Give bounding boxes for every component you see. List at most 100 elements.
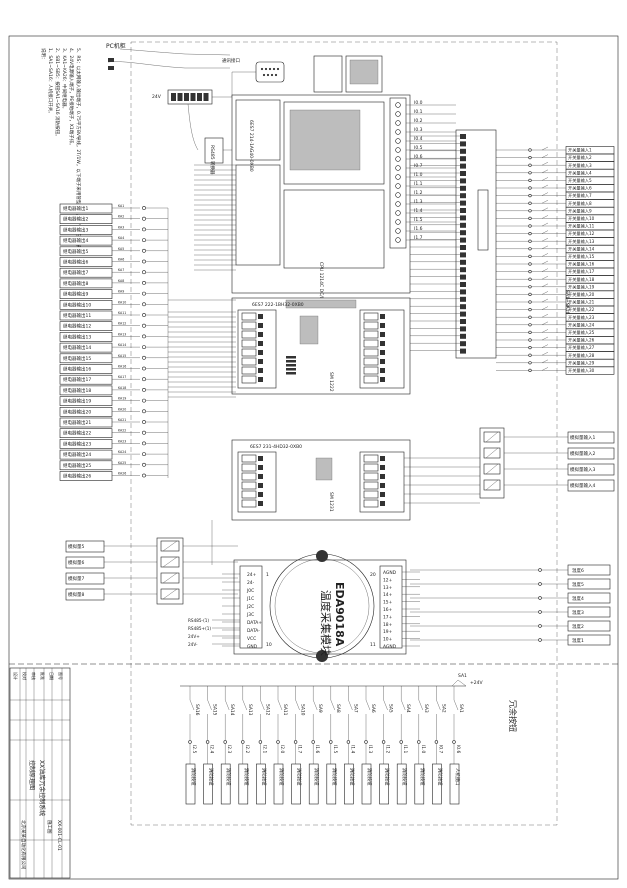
notes-block: 说明：1、SA1~SA16：人机接口开关。2、SB1~SB5：按钮SA1~SA1…: [40, 48, 82, 256]
switch-input-label: 开关量输入28: [568, 352, 595, 359]
title-block: XX油库冗余控制系统 控制原理图 XX-001-CL-01 北京某某自动化有限公…: [9, 667, 71, 879]
company-name: 北京某某自动化有限公司: [20, 820, 27, 870]
terminal-block-cell: [460, 215, 466, 221]
switch-port: [190, 93, 196, 101]
relay-output-box: [59, 225, 113, 235]
plc-body: CPU 1214C DC/DC/DC 6ES7 214-1AG40-0XB0 I…: [194, 94, 456, 311]
ai-module: SM 1231 6ES7 231-4HD32-0XB0: [231, 439, 480, 521]
switch-input-label: 开关量输入30: [568, 367, 595, 374]
switch-input-label: 开关量输入10: [568, 215, 595, 222]
switch-port: [171, 93, 176, 101]
eda-model: EDA9018A: [333, 582, 346, 647]
eda-supply-label: RS485-(1): [188, 618, 209, 623]
analog-input-label: 模拟量输入1: [570, 434, 595, 441]
ai-led: [380, 465, 385, 470]
project-name: XX油库冗余控制系统: [38, 760, 46, 816]
temp-channel-label: 温度5: [572, 581, 584, 588]
analog-left-label: 模拟量6: [68, 559, 84, 566]
do-terminal: [241, 321, 257, 330]
switch-input-label: 开关量输入19: [568, 283, 595, 290]
relay-output-box: [59, 460, 113, 471]
ai-terminal: [241, 472, 257, 481]
redundant-io-label: I1.4: [349, 745, 355, 753]
terminal-block-cell: [460, 267, 466, 273]
relay-output-box: [59, 406, 113, 417]
do-terminal: [241, 357, 257, 366]
relay-output-label: 继电器输出12: [63, 323, 91, 330]
note-line: 2、SB1~SB5：按钮SA1~SA16 消防按钮。: [54, 48, 61, 139]
switch-input-label: 开关量输入16: [568, 261, 595, 268]
relay-output-label: 继电器输出14: [63, 344, 91, 351]
terminal-screw: [395, 129, 401, 135]
redundant-bottom-label: 消防按钮: [401, 768, 408, 786]
ai-model-label: SM 1231: [328, 492, 334, 512]
analog-input-label: 模拟量输入4: [570, 482, 595, 489]
db9-pin: [272, 67, 276, 71]
switch-input-list: 开关量输入1开关量输入2开关量输入3开关量输入4开关量输入5开关量输入6开关量输…: [565, 146, 615, 375]
terminal-label: I1.2: [414, 190, 423, 196]
switch-input-label: 开关量输入14: [568, 245, 595, 252]
title-block-row: 日期: [49, 672, 55, 680]
cpu-header: 6ES7 214-1AG40-0XB0: [248, 120, 254, 172]
relay-output-box: [59, 299, 113, 310]
redundant-io-label: I2.3: [226, 745, 232, 753]
eda-left-pin: VCC: [247, 636, 256, 642]
switch-input-label: 开关量输入11: [568, 223, 595, 230]
power-label: 24V: [152, 94, 162, 100]
terminal-block-cell: [460, 237, 466, 243]
redundant-buttons: 冗余按钮 +24V SA1 SA16I2.5消防按钮SA15I2.4消防按钮SA…: [180, 673, 518, 805]
note-line: 1、SA1~SA16：人机接口开关。: [47, 48, 54, 116]
relay-wire-label: KA1: [118, 204, 124, 208]
switch-input-label: 开关量输入27: [568, 344, 595, 351]
relay-wire-label: KA14: [118, 343, 126, 347]
eda-left-pin: J1C: [246, 596, 254, 602]
terminal-block-cell: [460, 282, 466, 287]
terminal-block-cell: [460, 230, 466, 236]
terminal-label: I1.7: [414, 235, 423, 241]
ai-led: [380, 501, 385, 506]
relay-output-label: 继电器输出11: [63, 312, 91, 319]
relay-output-box: [59, 214, 113, 224]
ai-led: [380, 483, 385, 488]
relay-wire-label: KA2: [118, 215, 124, 219]
top-area: PC机柜 24V RS485 转换器 通讯接口: [106, 42, 383, 175]
do-led: [258, 314, 263, 319]
redundant-bottom-label: 消防按钮: [208, 768, 215, 786]
switch-input-label: 开关量输入21: [568, 299, 595, 306]
terminal-block-cell: [460, 319, 466, 324]
converter-label: RS485 转换器: [209, 145, 216, 175]
input-group-label: SA1~SA16: [564, 290, 570, 315]
relay-wire-label: KA4: [118, 236, 124, 240]
title-block-row: 批准: [40, 672, 46, 680]
ai-terminal: [363, 490, 379, 499]
terminal-label: I0.4: [414, 136, 423, 142]
do-terminal: [241, 312, 257, 321]
redundant-bottom-box: [379, 763, 389, 805]
relay-output-box: [59, 396, 113, 406]
eda-name: 温度采集模块: [319, 590, 333, 656]
relay-output-label: 继电器输出15: [63, 355, 91, 362]
analog-left-label: 模拟量8: [68, 591, 84, 598]
ai-terminal: [241, 481, 257, 490]
ai-led: [258, 501, 263, 506]
terminal-label: I1.4: [414, 208, 423, 214]
redundant-io-label: I1.1: [402, 745, 408, 753]
eda-pin-num: 11: [370, 642, 376, 648]
relay-wire-label: KA12: [118, 322, 126, 326]
eda-right-pin: 18+: [383, 622, 393, 628]
relay-wire-label: KA23: [118, 439, 126, 443]
terminal-block-cell: [460, 289, 466, 295]
redundant-io-label: I2.2: [244, 745, 250, 753]
title-block-row: 审核: [31, 672, 37, 680]
terminal-block-cell: [460, 222, 466, 228]
switch-input-label: 开关量输入25: [568, 329, 595, 336]
do-module: SM 1222 6ES7 222-1BH32-0XB0: [231, 297, 411, 395]
do-terminal: [363, 348, 379, 357]
do-led: [380, 377, 385, 382]
ai-terminal: [241, 499, 257, 508]
relay-output-label: 继电器输出16: [63, 366, 91, 373]
redundant-switch-label: SA11: [282, 704, 288, 716]
relay-output-box: [59, 257, 113, 267]
redundant-io-label: I1.5: [332, 745, 338, 753]
eda-right-pin: 16+: [383, 607, 393, 613]
